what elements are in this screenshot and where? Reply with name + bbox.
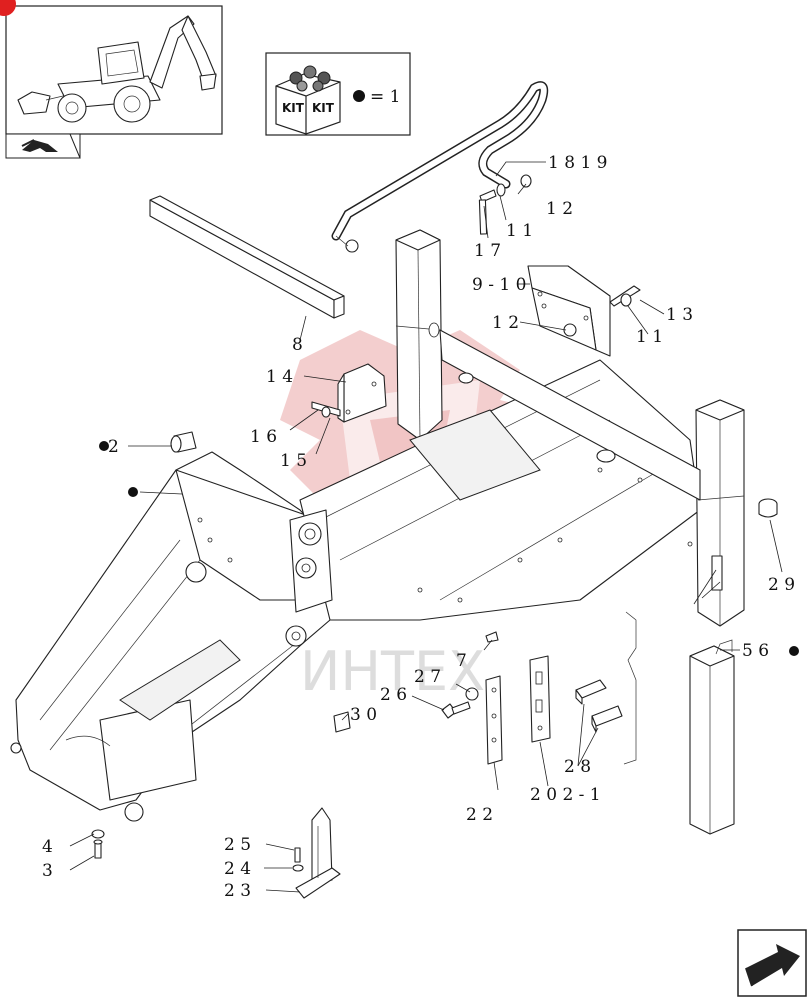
washer-24 — [292, 864, 304, 872]
callout-27: 2 7 — [414, 667, 441, 687]
nut-12 — [520, 174, 532, 188]
kit-label-right: KIT — [312, 101, 335, 115]
tow-hook — [124, 802, 144, 822]
bolt-26[interactable] — [441, 701, 471, 719]
callout-20-21: 2 0 2 - 1 — [530, 785, 601, 805]
leader-lines — [69, 161, 783, 893]
thumbnail-panel[interactable] — [0, 0, 223, 159]
washer-15 — [321, 406, 331, 418]
cap-part-29[interactable] — [758, 498, 778, 518]
callout-13: 1 3 — [666, 305, 693, 325]
bracket-outline — [623, 611, 637, 765]
callout-4: 4 — [42, 837, 53, 857]
main-frame[interactable] — [10, 229, 745, 822]
callout-18-19: 1 8 1 9 — [548, 153, 607, 173]
grab-rail[interactable] — [331, 81, 549, 253]
callout-29: 2 9 — [768, 575, 795, 595]
callout-14: 1 4 — [266, 367, 293, 387]
callout-22: 2 2 — [466, 805, 493, 825]
callout-26: 2 6 — [380, 685, 407, 705]
washer-11 — [496, 183, 506, 197]
bolt-17[interactable] — [478, 189, 497, 235]
kit-box-icon: KIT KIT — [275, 65, 341, 135]
pad-part-28[interactable] — [575, 679, 623, 733]
callout-12b: 1 2 — [492, 313, 519, 333]
callout-2: 2 — [108, 437, 119, 457]
post-part-56[interactable] — [689, 639, 735, 835]
watermark-text: ИНТЕХ — [300, 640, 485, 703]
callout-25: 2 5 — [224, 835, 251, 855]
callout-9-10: 9 - 1 0 — [472, 275, 526, 295]
callout-23: 2 3 — [224, 881, 251, 901]
callout-28: 2 8 — [564, 757, 591, 777]
callout-7: 7 — [456, 651, 467, 671]
callout-24: 2 4 — [224, 859, 251, 879]
callout-labels: 1 8 1 9 1 2 1 1 1 7 9 - 1 0 1 2 1 3 1 1 … — [42, 153, 799, 901]
callout-17: 1 7 — [474, 241, 501, 261]
callout-8: 8 — [292, 335, 303, 355]
callout-11a: 1 1 — [506, 221, 533, 241]
callout-11b: 1 1 — [636, 327, 663, 347]
callout-56: 5 6 — [742, 641, 769, 661]
dot-bullet-icon — [99, 441, 109, 451]
washer-4 — [91, 829, 105, 839]
callout-30: 3 0 — [350, 705, 377, 725]
callout-16: 1 6 — [250, 427, 277, 447]
callout-12a: 1 2 — [546, 199, 573, 219]
dot-bullet-icon — [128, 487, 138, 497]
kit-legend-text: = 1 — [370, 87, 400, 107]
bushing-part-2[interactable] — [170, 431, 197, 453]
return-arrow-icon[interactable] — [21, 139, 58, 152]
callout-3: 3 — [42, 861, 53, 881]
strip-part-22[interactable] — [485, 675, 503, 765]
callout-15: 1 5 — [280, 451, 307, 471]
washer-27 — [465, 687, 479, 701]
bar-part-8[interactable] — [149, 195, 345, 319]
bracket-9-10[interactable] — [527, 265, 611, 357]
tractor-thumbnail-icon — [17, 15, 217, 123]
dot-bullet-icon — [789, 646, 799, 656]
dot-bullet-icon — [353, 90, 365, 102]
bolt-3[interactable] — [93, 839, 103, 859]
next-page-arrow-icon — [745, 944, 800, 987]
page-badge — [0, 0, 16, 16]
washer-11b — [620, 293, 632, 307]
block-30[interactable] — [333, 711, 351, 733]
kit-legend: KIT KIT = 1 — [265, 52, 411, 136]
bolt-25[interactable] — [294, 847, 301, 863]
kit-label-left: KIT — [282, 101, 305, 115]
screw-7[interactable] — [485, 631, 499, 643]
next-page-button[interactable] — [737, 929, 807, 997]
strip-part-20-21[interactable] — [529, 655, 551, 743]
bracket-14[interactable] — [337, 363, 387, 423]
bracket-part-23[interactable] — [295, 807, 341, 899]
